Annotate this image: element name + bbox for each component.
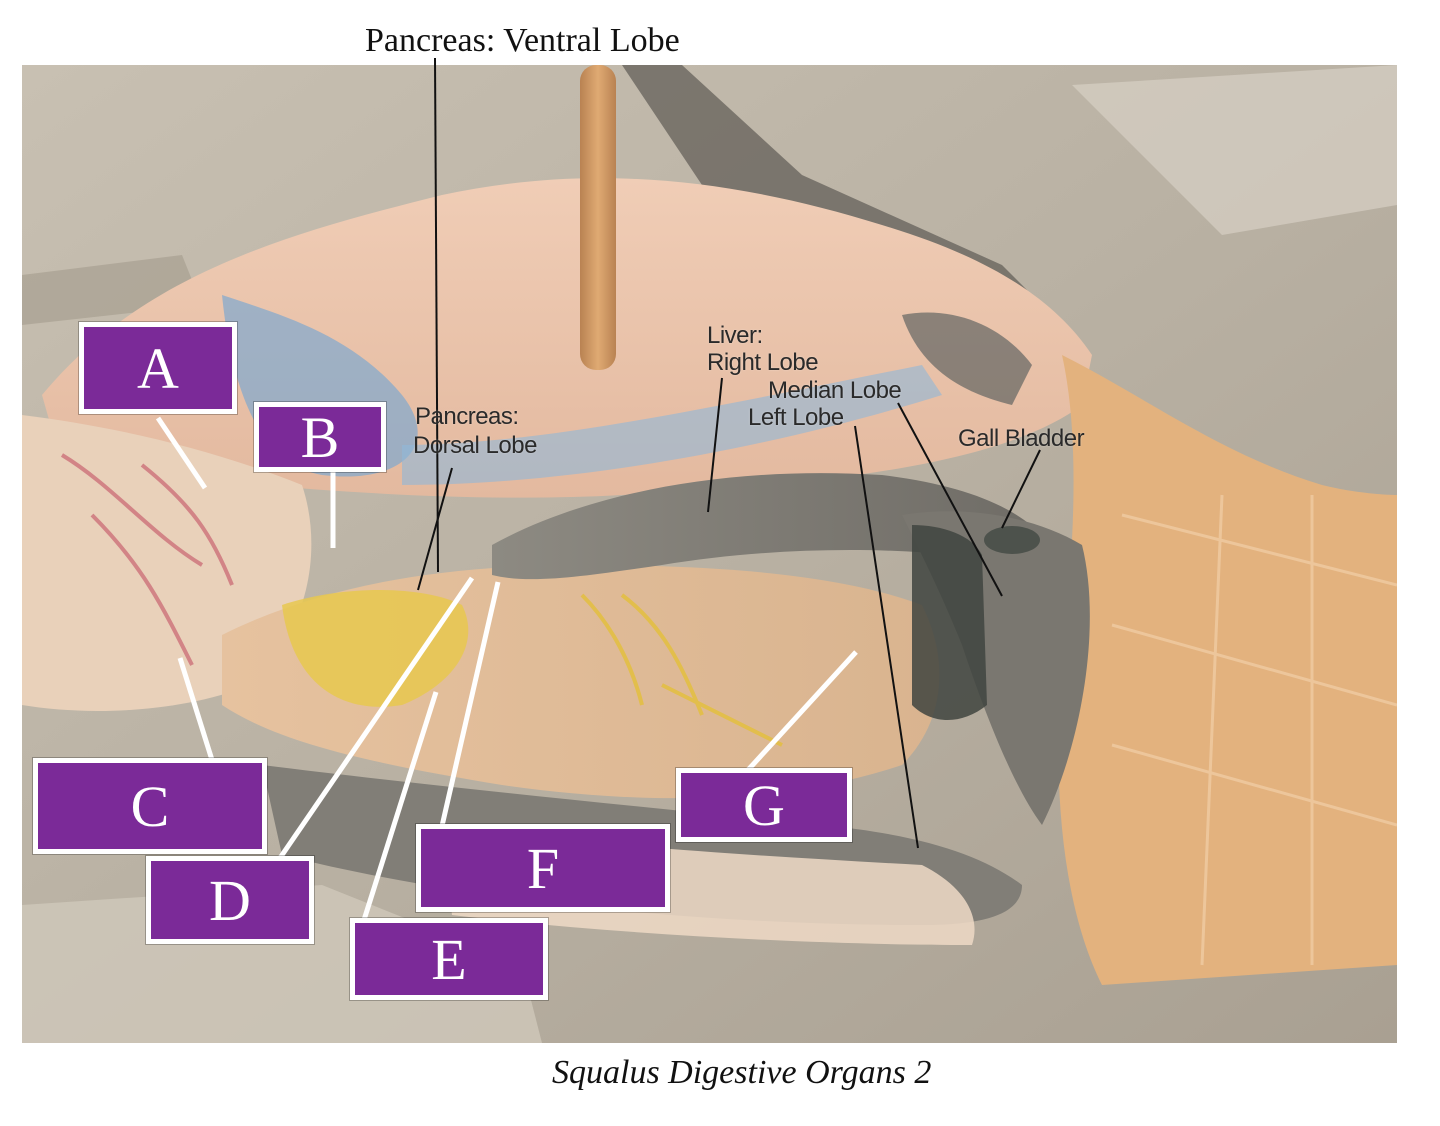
label-pancreas-dorsal-1: Pancreas: <box>415 403 519 430</box>
answer-box-e[interactable]: E <box>350 918 548 1000</box>
blue-vessels <box>402 365 942 485</box>
muscle-lines <box>1111 494 1397 966</box>
gall-bladder <box>984 526 1040 554</box>
answer-box-d[interactable]: D <box>146 856 314 944</box>
tray-ridge <box>1072 65 1397 235</box>
dark-band <box>912 525 987 720</box>
figure-caption: Squalus Digestive Organs 2 <box>552 1054 932 1091</box>
figure-title: Pancreas: Ventral Lobe <box>365 22 680 59</box>
label-liver: Liver: <box>707 322 763 349</box>
label-liver-left-lobe: Left Lobe <box>748 404 844 431</box>
blue-vessels <box>902 312 1032 405</box>
label-liver-right-lobe: Right Lobe <box>707 349 819 376</box>
label-pancreas-dorsal-2: Dorsal Lobe <box>413 432 537 459</box>
answer-box-g[interactable]: G <box>676 768 852 842</box>
answer-box-f[interactable]: F <box>416 824 670 912</box>
label-liver-median-lobe: Median Lobe <box>768 377 902 404</box>
label-gall-bladder: Gall Bladder <box>958 425 1085 452</box>
wooden-probe <box>580 65 616 370</box>
answer-box-a[interactable]: A <box>79 322 237 414</box>
answer-box-b[interactable]: B <box>254 402 386 472</box>
answer-box-c[interactable]: C <box>33 758 267 854</box>
